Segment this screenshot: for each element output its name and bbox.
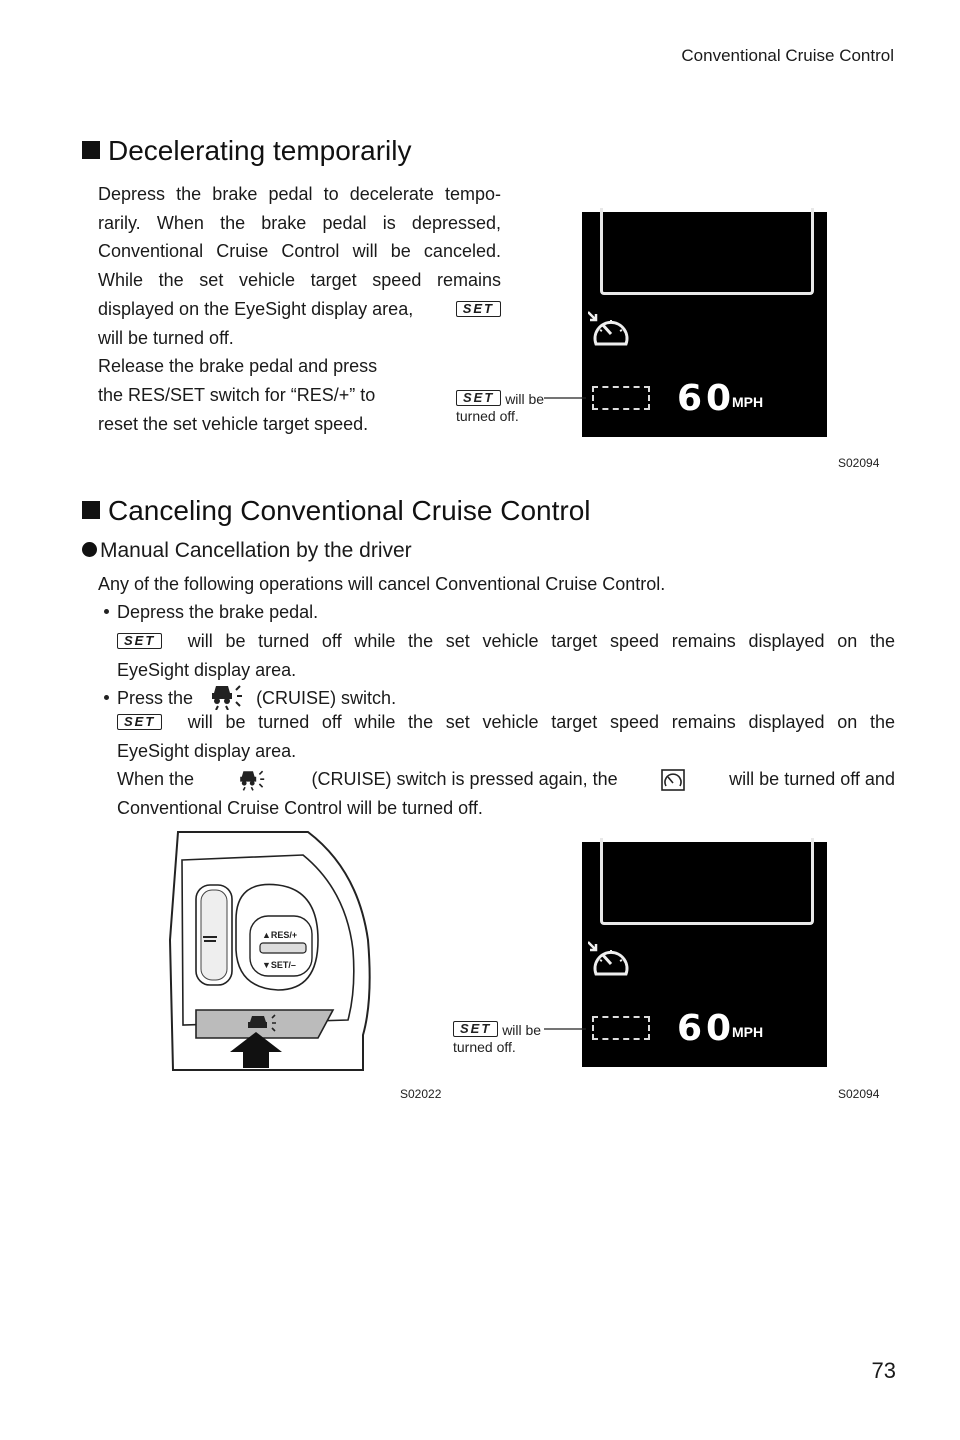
display-1-callout: SET will be turned off. — [456, 390, 545, 424]
cancel-intro: Any of the following operations will can… — [98, 574, 666, 594]
list-item-cruise-detail: SET will be turned off while the set veh… — [117, 708, 895, 823]
speed-value: 60 — [677, 378, 736, 419]
figure-code: S02094 — [838, 456, 880, 470]
res-label: ▲RES/+ — [262, 930, 297, 940]
set-label: ▼SET/– — [262, 960, 296, 970]
bullet-dot-icon — [104, 695, 109, 700]
display-frame — [600, 838, 814, 925]
section-heading-canceling: Canceling Conventional Cruise Control — [82, 495, 590, 527]
square-bullet-icon — [82, 141, 100, 159]
text-line: SET will be turned off while the set veh… — [117, 627, 895, 656]
decelerating-paragraph: Depress the brake pedal to decelerate te… — [98, 180, 501, 438]
set-indicator-icon: SET — [455, 301, 501, 318]
steering-switch-illustration: ▲RES/+ ▼SET/– — [168, 831, 371, 1071]
bullet-dot-icon — [104, 609, 109, 614]
press-arrow-icon — [230, 1032, 282, 1068]
cruise-indicator-icon — [661, 768, 686, 791]
set-indicator-icon: SET — [453, 1021, 499, 1037]
text-line: displayed on the EyeSight display area, … — [98, 295, 501, 324]
text-line: Release the brake pedal and press — [98, 356, 378, 377]
cruise-gauge-icon — [588, 311, 629, 346]
list-item-brake: Depress the brake pedal. — [104, 598, 318, 627]
text-line: reset the set vehicle target speed. — [98, 413, 369, 434]
eyesight-display-1: 60 MPH — [582, 208, 827, 437]
text-line: Conventional Cruise Control will be turn… — [117, 798, 483, 819]
text-line: While the set vehicle target speed remai… — [98, 270, 501, 291]
speed-value: 60 — [677, 1008, 736, 1049]
speed-unit: MPH — [732, 394, 764, 410]
page-number: 73 — [871, 1358, 896, 1383]
text-line: will be turned off. — [98, 327, 234, 348]
set-indicator-icon: SET — [456, 390, 502, 406]
set-indicator-off-outline — [592, 1016, 650, 1040]
set-indicator-icon: SET — [117, 633, 163, 649]
set-indicator-off-outline — [592, 386, 650, 410]
round-bullet-icon — [82, 542, 97, 557]
text-line: Depress the brake pedal to decelerate te… — [98, 184, 501, 204]
speed-unit: MPH — [732, 1024, 764, 1040]
callout-leader-line — [544, 397, 586, 399]
callout-leader-line — [544, 1028, 586, 1030]
text-line: Conventional Cruise Control will be canc… — [98, 241, 501, 262]
section-heading-decelerating: Decelerating temporarily — [82, 135, 411, 167]
cruise-gauge-icon — [588, 941, 629, 976]
text-line: rarily. When the brake pedal is depresse… — [98, 212, 501, 233]
eyesight-display-2: 60 MPH — [582, 838, 827, 1067]
display-frame — [600, 208, 814, 295]
display-2-callout: SET will be turned off. — [453, 1021, 542, 1055]
running-header: Conventional Cruise Control — [681, 46, 894, 65]
subheading-manual-cancellation: Manual Cancellation by the driver — [82, 539, 412, 563]
text-line: When the (CRUISE) switch is pressed agai… — [117, 765, 895, 794]
cruise-switch-icon — [212, 685, 243, 711]
figure-code: S02094 — [838, 1087, 880, 1101]
figure-code: S02022 — [400, 1087, 442, 1101]
list-item-brake-detail: SET will be turned off while the set veh… — [117, 627, 895, 684]
text-line: the RES/SET switch for “RES/+” to — [98, 384, 376, 405]
set-indicator-icon: SET — [117, 714, 163, 730]
cruise-switch-icon — [239, 770, 264, 791]
list-item-cruise-switch: Press the (CRUISE) switch. — [104, 684, 396, 713]
text-line: EyeSight display area. — [117, 740, 297, 761]
text-line: SET will be turned off while the set veh… — [117, 708, 895, 737]
square-bullet-icon — [82, 501, 100, 519]
text-line: EyeSight display area. — [117, 659, 297, 680]
